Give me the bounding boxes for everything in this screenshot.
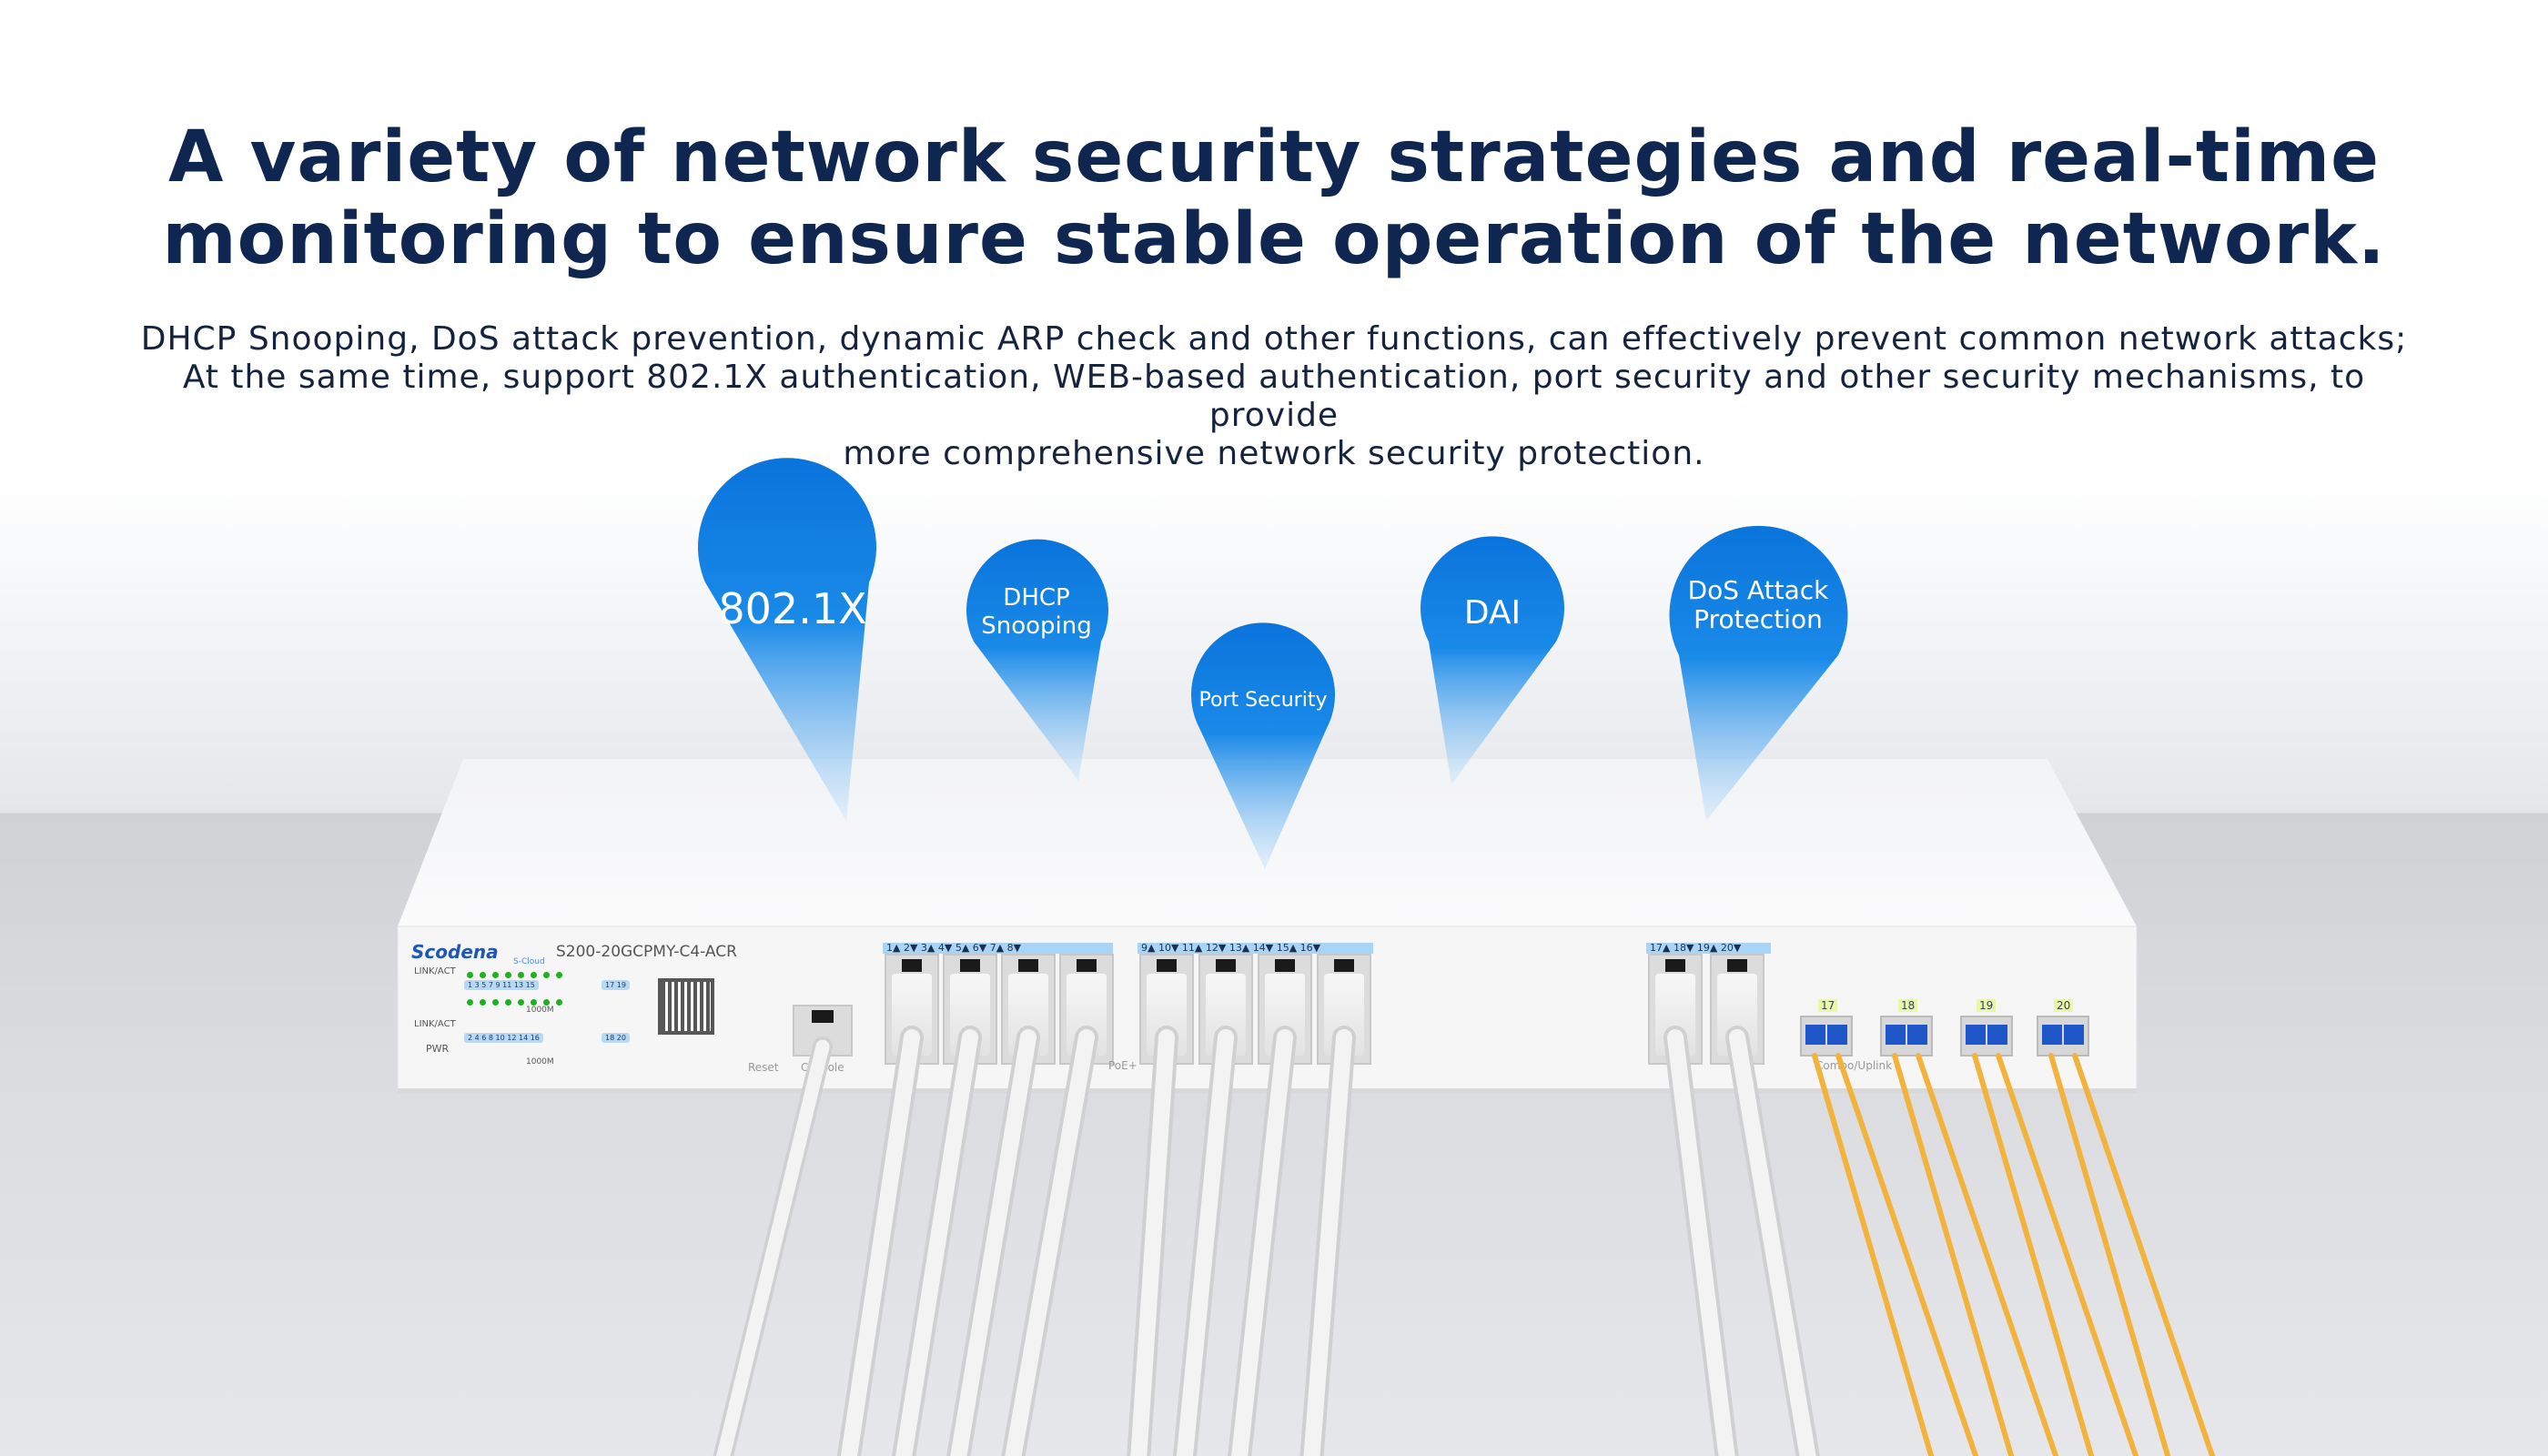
pin-label: DHCP: [1003, 584, 1069, 612]
description-line-2: At the same time, support 802.1X authent…: [182, 359, 2366, 434]
pin-dos-attack-protection: DoS Attack Protection: [1669, 525, 1848, 821]
ethernet-port[interactable]: [885, 954, 939, 1065]
brand-logo: Scodena: [411, 941, 499, 963]
description-line-3: more comprehensive network security prot…: [843, 435, 1705, 472]
console-label: Console: [801, 1061, 844, 1074]
model-name: S200-20GCPMY-C4-ACR: [556, 943, 737, 961]
sfp-port[interactable]: [1960, 1016, 2013, 1057]
reset-label: Reset: [748, 1061, 779, 1074]
description: DHCP Snooping, DoS attack prevention, dy…: [136, 320, 2412, 473]
pin-port-security: Port Security: [1191, 622, 1335, 869]
pin-label: Snooping: [981, 612, 1092, 640]
pin-label: 802.1X: [718, 584, 866, 633]
cloud-logo: S-Cloud: [513, 957, 545, 966]
ethernet-port[interactable]: [1198, 954, 1253, 1065]
rj45-plug: [1716, 974, 1758, 1056]
console-port[interactable]: [793, 1005, 853, 1057]
ethernet-port[interactable]: [1139, 954, 1194, 1065]
pin-dai: DAI: [1421, 536, 1564, 784]
sfp-label-19: 19: [1977, 999, 1997, 1012]
even-uplink-numbers: 18 20: [602, 1033, 630, 1043]
ethernet-port[interactable]: [1059, 954, 1114, 1065]
ethernet-port[interactable]: [1648, 954, 1703, 1065]
rj45-plug: [1146, 974, 1188, 1056]
pin-label: DoS Attack: [1688, 575, 1830, 605]
sfp-port[interactable]: [2037, 1016, 2089, 1057]
sfp-label-17: 17: [1818, 999, 1838, 1012]
pin-802-1x: 802.1X: [697, 458, 877, 821]
port-strip-9-16: 9▲ 10▼ 11▲ 12▼ 13▲ 14▼ 15▲ 16▼: [1138, 943, 1373, 954]
rj45-plug: [1323, 974, 1365, 1056]
pin-label: DAI: [1464, 594, 1521, 632]
ethernet-port[interactable]: [943, 954, 997, 1065]
qr-code: [658, 978, 714, 1035]
ethernet-port[interactable]: [1001, 954, 1056, 1065]
sfp-label-20: 20: [2054, 999, 2074, 1012]
switch-bottom-edge: [398, 1088, 2137, 1094]
speed-label: 1000M: [526, 1057, 554, 1067]
pwr-label: PWR: [426, 1043, 450, 1055]
rj45-plug: [1066, 974, 1107, 1056]
uplink-label: Combo/Uplink: [1815, 1059, 1893, 1072]
link-act-label: LINK/ACT: [414, 966, 456, 976]
description-line-1: DHCP Snooping, DoS attack prevention, dy…: [140, 320, 2408, 358]
ethernet-port[interactable]: [1258, 954, 1312, 1065]
led-row: [467, 968, 569, 982]
headline-line-2: monitoring to ensure stable operation of…: [162, 198, 2386, 280]
speed-label: 1000M: [526, 1006, 554, 1015]
headline-line-1: A variety of network security strategies…: [167, 116, 2381, 198]
ethernet-port[interactable]: [1317, 954, 1371, 1065]
link-act-label: LINK/ACT: [414, 1019, 456, 1029]
even-port-numbers: 2 4 6 8 10 12 14 16: [464, 1033, 543, 1043]
headline: A variety of network security strategies…: [0, 116, 2548, 280]
rj45-plug: [1264, 974, 1306, 1056]
led-row: [467, 996, 569, 1009]
poe-label: PoE+: [1108, 1059, 1138, 1072]
sfp-port[interactable]: [1800, 1016, 1853, 1057]
pin-dhcp-snooping: DHCP Snooping: [966, 539, 1108, 781]
rj45-plug: [1654, 974, 1696, 1056]
port-strip-1-8: 1▲ 2▼ 3▲ 4▼ 5▲ 6▼ 7▲ 8▼: [883, 943, 1113, 954]
ethernet-port[interactable]: [1710, 954, 1764, 1065]
sfp-port[interactable]: [1880, 1016, 1933, 1057]
rj45-plug: [891, 974, 933, 1056]
rj45-plug: [1205, 974, 1247, 1056]
odd-uplink-numbers: 17 19: [602, 980, 630, 990]
odd-port-numbers: 1 3 5 7 9 11 13 15: [464, 980, 539, 990]
pin-label: Protection: [1694, 604, 1823, 634]
port-strip-17-20: 17▲ 18▼ 19▲ 20▼: [1646, 943, 1771, 954]
pin-label: Port Security: [1199, 689, 1328, 712]
rj45-plug: [949, 974, 991, 1056]
sfp-label-18: 18: [1898, 999, 1918, 1012]
rj45-plug: [1007, 974, 1049, 1056]
